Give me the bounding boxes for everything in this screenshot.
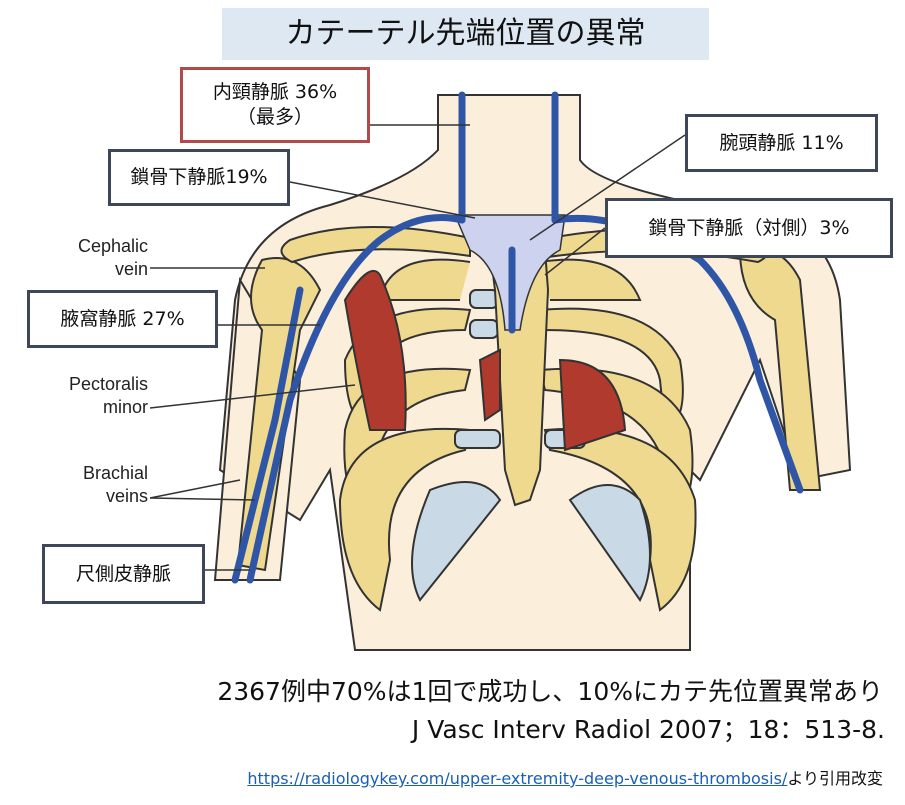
label-cephalic-line1: Cephalic	[77, 236, 148, 256]
pectoralis-minor	[343, 269, 407, 431]
summary-text: 2367例中70%は1回で成功し、10%にカテ先位置異常あり	[217, 677, 883, 706]
source-suffix: より引用改変	[787, 769, 883, 788]
label-subclavian: 鎖骨下静脈19%	[108, 149, 290, 206]
label-pectoralis-minor: Pectoralis minor	[20, 373, 148, 418]
label-axillary: 腋窩静脈 27%	[27, 290, 218, 348]
label-internal-jugular: 内頸静脈 36% （最多）	[180, 67, 370, 143]
label-brachial-line1: Brachial	[82, 463, 148, 483]
label-brachiocephalic: 腕頭静脈 11%	[685, 114, 878, 172]
leader-lines	[149, 124, 686, 571]
veins	[231, 91, 804, 584]
label-cephalic-line2: vein	[114, 258, 148, 279]
label-internal-jugular-text: 内頸静脈 36%	[212, 81, 338, 104]
label-pectoralis-line1: Pectoralis	[68, 374, 148, 394]
label-internal-jugular-note: （最多）	[236, 106, 313, 128]
page-title: カテーテル先端位置の異常	[222, 8, 709, 60]
heart-visible	[478, 348, 627, 452]
label-basilic: 尺側皮静脈	[42, 544, 205, 604]
label-brachial-line2: veins	[105, 485, 148, 506]
citation-text: J Vasc Interv Radiol 2007；18：513-8.	[411, 715, 885, 744]
source-line: https://radiologykey.com/upper-extremity…	[247, 765, 883, 789]
label-pectoralis-line2: minor	[102, 396, 148, 417]
label-brachial-veins: Brachial veins	[20, 462, 148, 507]
label-subclavian-contralateral: 鎖骨下静脈（対側）3%	[605, 198, 893, 258]
label-cephalic-vein: Cephalic vein	[30, 235, 148, 280]
source-link[interactable]: https://radiologykey.com/upper-extremity…	[247, 769, 788, 788]
